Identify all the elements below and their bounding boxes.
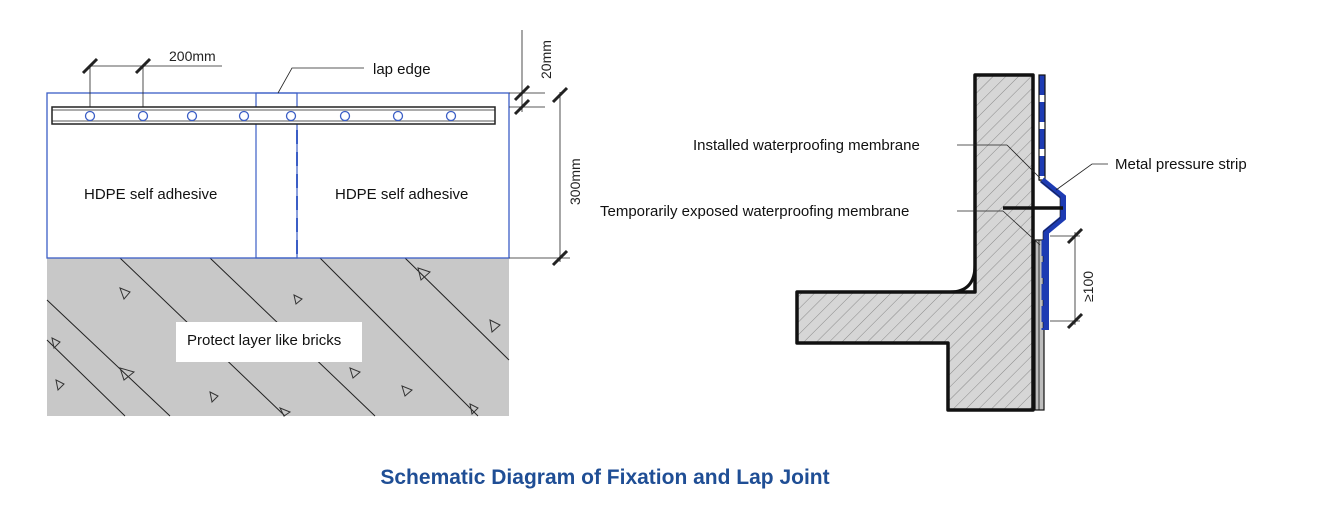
min-dimension-label: ≥100 <box>1080 271 1096 302</box>
pressure-strip-leader <box>1055 163 1108 191</box>
installed-membrane-label: Installed waterproofing membrane <box>693 137 920 154</box>
panel-left-label: HDPE self adhesive <box>84 186 217 203</box>
right-figure: Installed waterproofing membrane Tempora… <box>600 73 1247 412</box>
top-dimension <box>509 30 545 116</box>
top-dimension-label: 20mm <box>538 40 554 79</box>
spacing-dimension-label: 200mm <box>169 48 216 64</box>
concrete-structure <box>795 73 1035 412</box>
height-dimension-label: 300mm <box>567 158 583 205</box>
protect-layer-label-box <box>176 322 362 362</box>
corner-fillet <box>949 264 977 294</box>
fastener-holes <box>84 110 457 122</box>
exposed-membrane-label: Temporarily exposed waterproofing membra… <box>600 203 909 220</box>
diagram-caption: Schematic Diagram of Fixation and Lap Jo… <box>380 466 830 489</box>
lap-edge-label: lap edge <box>373 61 431 78</box>
aggregate-marks <box>51 267 501 417</box>
height-dimension <box>509 86 570 267</box>
left-figure: Protect layer like bricks HDPE self adhe… <box>46 30 583 417</box>
protect-layer-label: Protect layer like bricks <box>187 332 341 349</box>
min-dimension <box>1050 227 1084 330</box>
spacing-dimension <box>81 57 222 107</box>
panel-right-label: HDPE self adhesive <box>335 186 468 203</box>
lap-edge-leader <box>277 67 364 94</box>
fixing-strip <box>51 106 496 125</box>
pressure-strip-label: Metal pressure strip <box>1115 156 1247 173</box>
